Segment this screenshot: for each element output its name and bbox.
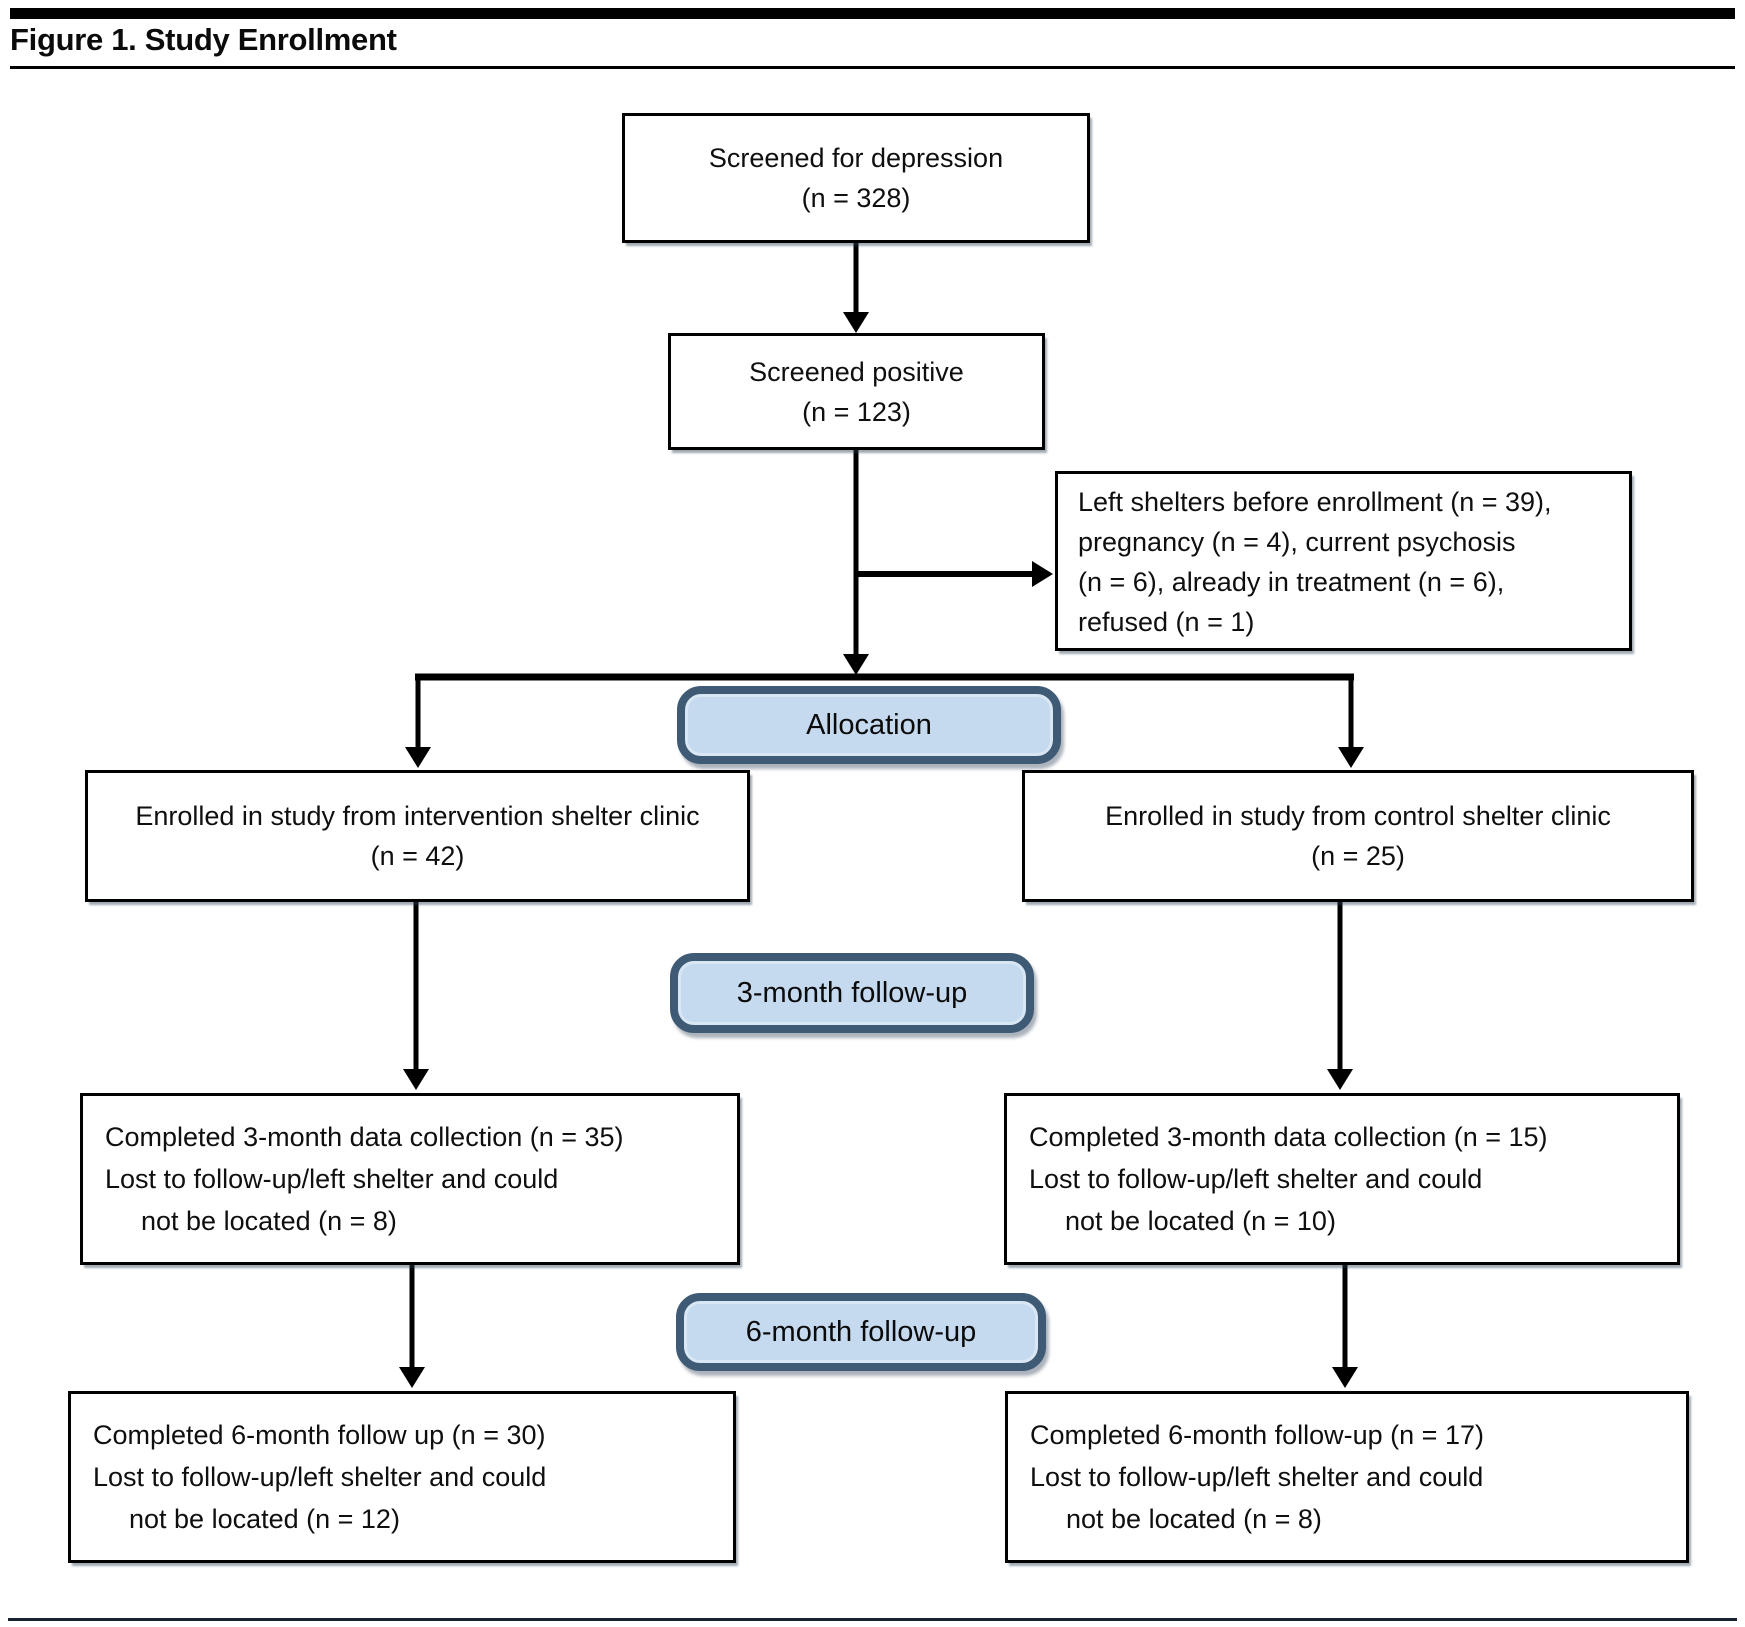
enroll-int-line1: Enrolled in study from intervention shel… bbox=[135, 801, 700, 831]
arrowhead-intervention-to-6month bbox=[399, 1367, 425, 1388]
screened-positive-box: Screened positive (n = 123) bbox=[668, 333, 1045, 450]
positive-line1: Screened positive bbox=[749, 356, 964, 387]
m6-ctl-line2: Lost to follow-up/left shelter and could bbox=[1030, 1462, 1484, 1492]
positive-line2: (n = 123) bbox=[802, 396, 911, 427]
m6-int-line1: Completed 6-month follow up (n = 30) bbox=[93, 1420, 546, 1450]
enroll-int-line2: (n = 42) bbox=[370, 841, 465, 871]
enroll-ctl-line1: Enrolled in study from control shelter c… bbox=[1105, 801, 1611, 831]
arrowhead-positive-to-allocation bbox=[843, 654, 869, 675]
followup3-label: 3-month follow-up bbox=[736, 976, 968, 1009]
m6-ctl-line3: not be located (n = 8) bbox=[1066, 1504, 1322, 1534]
enroll-ctl-line2: (n = 25) bbox=[1311, 841, 1405, 871]
enrolled-intervention-box: Enrolled in study from intervention shel… bbox=[85, 770, 750, 902]
m6-int-line2: Lost to follow-up/left shelter and could bbox=[93, 1462, 547, 1492]
allocation-stage-pill: Allocation bbox=[677, 686, 1061, 764]
excluded-line1: Left shelters before enrollment (n = 39)… bbox=[1078, 487, 1552, 517]
title-divider bbox=[10, 66, 1735, 69]
bottom-divider bbox=[8, 1618, 1737, 1621]
m3-int-line3: not be located (n = 8) bbox=[141, 1206, 397, 1236]
allocation-label: Allocation bbox=[806, 708, 932, 741]
m3-ctl-line1: Completed 3-month data collection (n = 1… bbox=[1029, 1122, 1548, 1152]
arrowhead-control-to-6month bbox=[1332, 1367, 1358, 1388]
top-divider bbox=[10, 8, 1735, 19]
m3-intervention-box: Completed 3-month data collection (n = 3… bbox=[80, 1093, 740, 1265]
m6-ctl-line1: Completed 6-month follow-up (n = 17) bbox=[1030, 1420, 1484, 1450]
screened-line1: Screened for depression bbox=[708, 143, 1004, 173]
m3-ctl-line2: Lost to follow-up/left shelter and could bbox=[1029, 1164, 1483, 1194]
m3-ctl-line3: not be located (n = 10) bbox=[1065, 1206, 1336, 1236]
page-title: Figure 1. Study Enrollment bbox=[10, 22, 397, 57]
arrowhead-positive-to-excluded bbox=[1032, 561, 1053, 587]
screened-box: Screened for depression (n = 328) bbox=[622, 113, 1090, 243]
excluded-line3: (n = 6), already in treatment (n = 6), bbox=[1078, 567, 1505, 597]
m6-int-line3: not be located (n = 12) bbox=[129, 1504, 400, 1534]
enrolled-control-box: Enrolled in study from control shelter c… bbox=[1022, 770, 1694, 902]
followup6-stage-pill: 6-month follow-up bbox=[676, 1293, 1046, 1371]
m6-control-box: Completed 6-month follow-up (n = 17) Los… bbox=[1005, 1391, 1689, 1563]
m6-intervention-box: Completed 6-month follow up (n = 30) Los… bbox=[68, 1391, 736, 1563]
arrowhead-screened-to-positive bbox=[843, 312, 869, 333]
excluded-line2: pregnancy (n = 4), current psychosis bbox=[1078, 527, 1516, 557]
followup3-stage-pill: 3-month follow-up bbox=[670, 953, 1034, 1033]
screened-line2: (n = 328) bbox=[801, 183, 911, 213]
m3-int-line2: Lost to follow-up/left shelter and could bbox=[105, 1164, 559, 1194]
arrowhead-branch-to-intervention bbox=[405, 747, 431, 768]
excluded-line4: refused (n = 1) bbox=[1078, 607, 1255, 637]
arrowhead-branch-to-control bbox=[1338, 747, 1364, 768]
m3-control-box: Completed 3-month data collection (n = 1… bbox=[1004, 1093, 1680, 1265]
arrowhead-control-to-3month bbox=[1327, 1069, 1353, 1090]
exclusion-box: Left shelters before enrollment (n = 39)… bbox=[1055, 471, 1632, 651]
m3-int-line1: Completed 3-month data collection (n = 3… bbox=[105, 1122, 624, 1152]
arrowhead-intervention-to-3month bbox=[403, 1069, 429, 1090]
followup6-label: 6-month follow-up bbox=[745, 1315, 977, 1348]
